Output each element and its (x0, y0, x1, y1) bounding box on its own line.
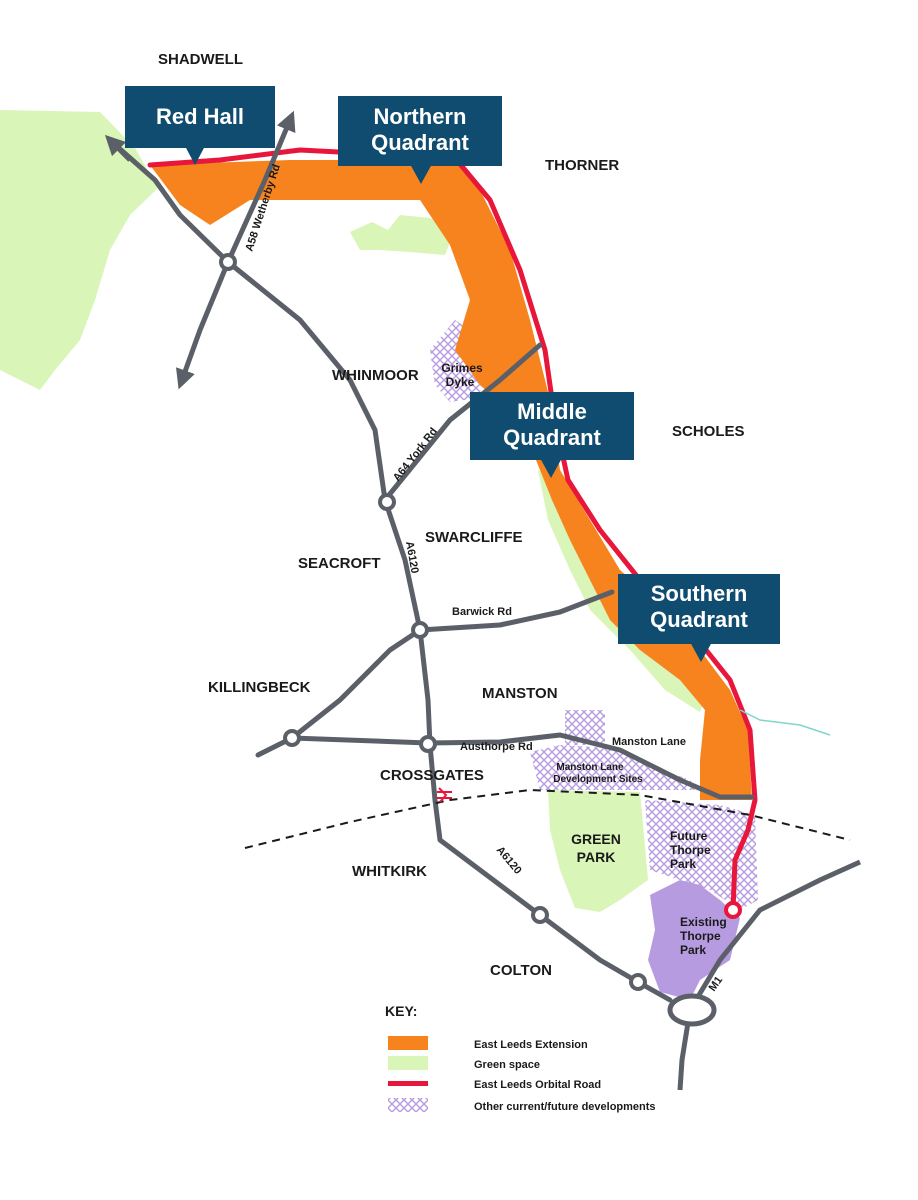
label-manston-dev-1: Manston Lane (556, 762, 624, 773)
label-whitkirk: WHITKIRK (352, 863, 427, 880)
junction-whitkirk (531, 906, 549, 924)
callout-northern-text-1: Northern (374, 104, 467, 129)
label-shadwell: SHADWELL (158, 51, 243, 68)
junction-barwick (411, 621, 429, 639)
green-park (548, 790, 648, 912)
callout-northern-text-2: Quadrant (371, 130, 469, 155)
road-austhorpe (289, 732, 755, 800)
label-future-thorpe-1: Future (670, 829, 708, 843)
road-arrow-northwest (104, 134, 132, 162)
key-label-extension: East Leeds Extension (474, 1039, 588, 1051)
label-road-barwick: Barwick Rd (452, 606, 512, 618)
label-green-park-2: PARK (577, 849, 616, 865)
label-road-a6120-north: A6120 (403, 540, 420, 574)
label-manston-dev-2: Development Sites (553, 774, 643, 785)
green-space-woodland (350, 215, 455, 255)
key-label-green: Green space (474, 1059, 540, 1071)
key-swatch-extension (388, 1036, 428, 1050)
junction-killingbeck (283, 729, 301, 747)
label-green-park-1: GREEN (571, 831, 621, 847)
manston-lane-dev-sites (530, 745, 700, 790)
road-network (109, 110, 755, 1003)
junctions (219, 253, 647, 991)
railway-line (244, 788, 851, 849)
label-road-manston-lane: Manston Lane (612, 736, 686, 748)
callout-southern-text-1: Southern (651, 581, 748, 606)
junction-colton (629, 973, 647, 991)
callout-middle-text-2: Quadrant (503, 425, 601, 450)
label-future-thorpe-2: Thorpe (670, 843, 711, 857)
label-manston: MANSTON (482, 685, 558, 702)
label-seacroft: SEACROFT (298, 555, 381, 572)
m1-junction (667, 993, 717, 1027)
railway-station-icon (437, 787, 452, 803)
green-space-west (0, 110, 158, 390)
road-a6120 (382, 497, 673, 1003)
key-swatch-hatch (388, 1098, 428, 1112)
junction-thorpe-park (724, 901, 742, 919)
callout-southern-text-2: Quadrant (650, 607, 748, 632)
label-scholes: SCHOLES (672, 423, 745, 440)
callout-middle-quadrant: Middle Quadrant (470, 392, 634, 478)
road-barwick (417, 589, 615, 633)
key-swatch-green (388, 1056, 428, 1070)
label-whinmoor: WHINMOOR (332, 367, 419, 384)
label-road-austhorpe: Austhorpe Rd (460, 741, 533, 753)
callout-northern-quadrant: Northern Quadrant (338, 96, 502, 184)
future-thorpe-park (645, 800, 758, 910)
key-title: KEY: (385, 1003, 417, 1019)
junction-crossgates (419, 735, 437, 753)
callout-red-hall-text: Red Hall (156, 104, 244, 129)
label-killingbeck: KILLINGBECK (208, 679, 311, 696)
label-existing-thorpe-1: Existing (680, 915, 727, 929)
label-grimes-dyke-2: Dyke (446, 375, 475, 389)
label-future-thorpe-3: Park (670, 857, 696, 871)
key-swatch-road (388, 1081, 428, 1086)
stream-east (739, 709, 831, 736)
callout-southern-quadrant: Southern Quadrant (618, 574, 780, 662)
label-crossgates: CROSSGATES (380, 767, 484, 784)
label-thorner: THORNER (545, 157, 619, 174)
m1-motorway-south (677, 1009, 693, 1091)
junction-a58 (219, 253, 237, 271)
junction-a64 (378, 493, 396, 511)
key-label-road: East Leeds Orbital Road (474, 1079, 601, 1091)
label-existing-thorpe-3: Park (680, 943, 706, 957)
existing-thorpe-park (648, 880, 740, 1000)
label-road-a64: A64 York Rd (391, 426, 440, 484)
map-key: KEY: East Leeds Extension Green space Ea… (385, 1003, 656, 1113)
label-road-a6120-south: A6120 (494, 844, 524, 877)
label-existing-thorpe-2: Thorpe (680, 929, 721, 943)
callout-middle-text-1: Middle (517, 399, 587, 424)
label-swarcliffe: SWARCLIFFE (425, 529, 523, 546)
m1-motorway (687, 859, 862, 1012)
label-colton: COLTON (490, 962, 552, 979)
key-label-hatch: Other current/future developments (474, 1101, 656, 1113)
label-grimes-dyke-1: Grimes (441, 361, 483, 375)
callout-red-hall: Red Hall (125, 86, 275, 165)
east-leeds-extension (150, 160, 752, 800)
road-killingbeck-spur (255, 627, 423, 758)
